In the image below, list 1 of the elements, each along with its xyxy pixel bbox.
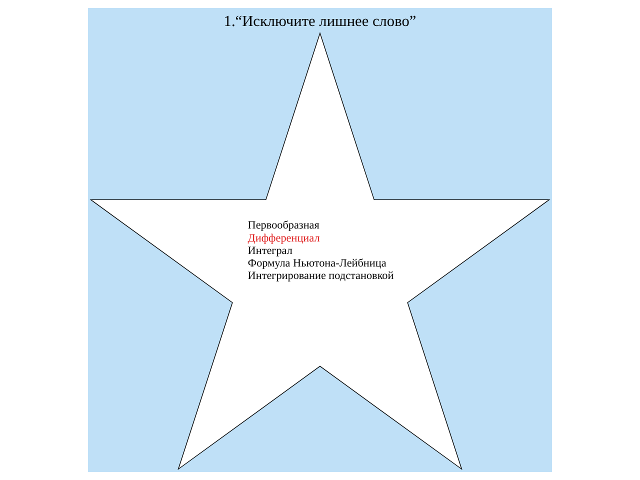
- diagram-title: 1.“Исключите лишнее слово”: [224, 12, 416, 30]
